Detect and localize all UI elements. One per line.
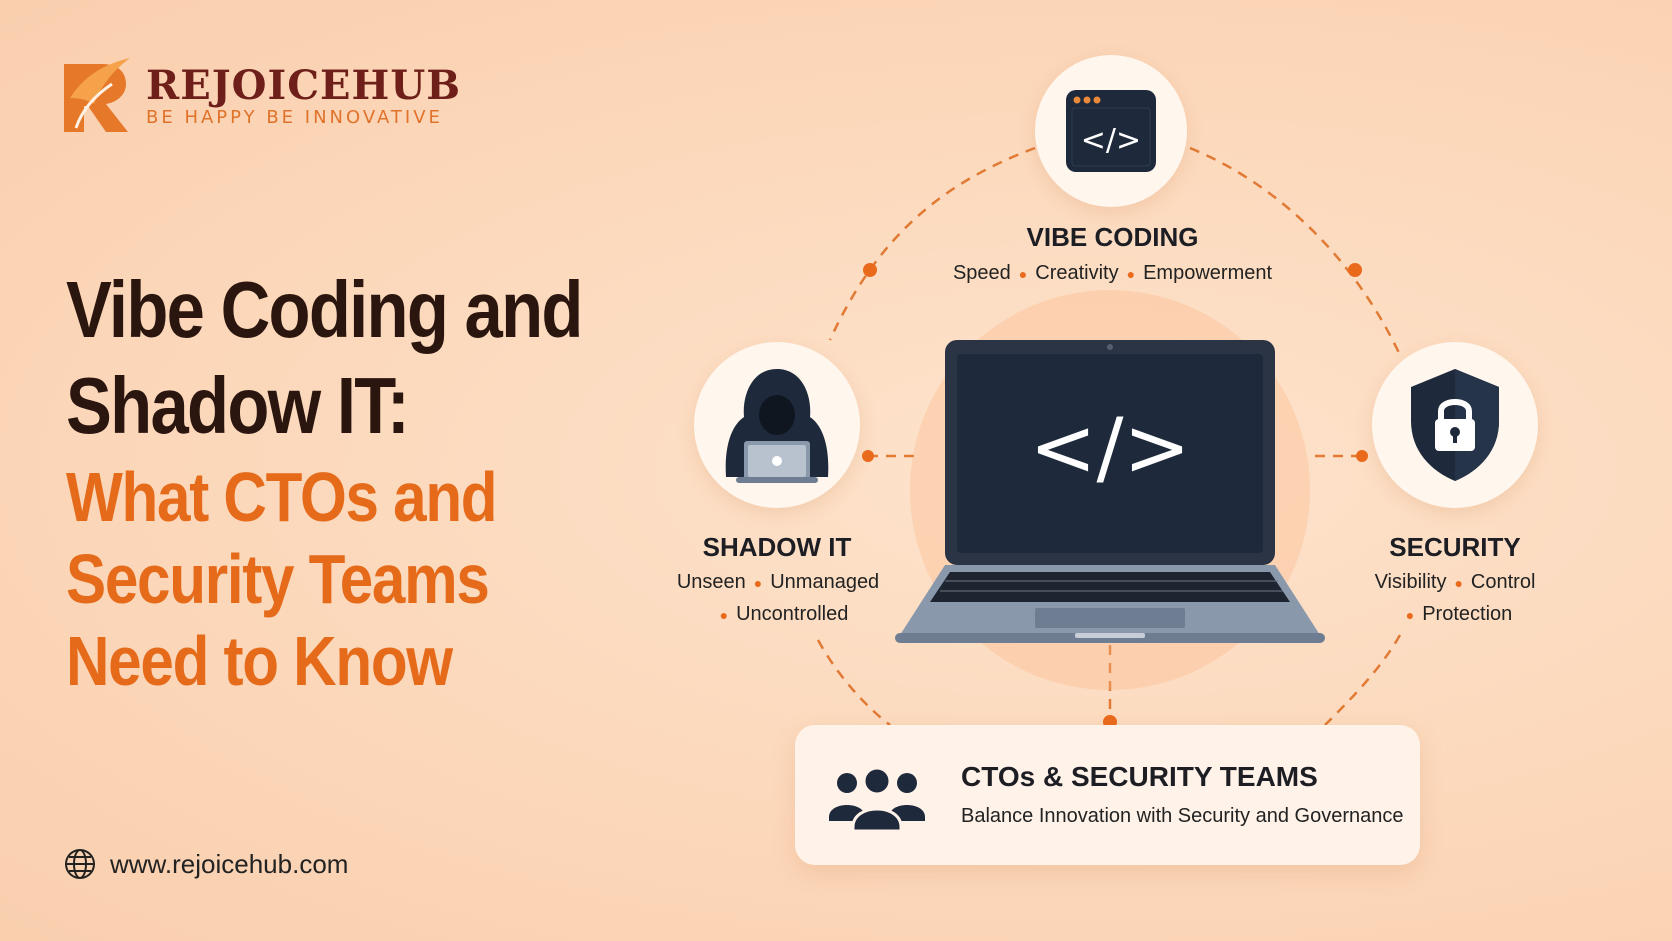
vibe-coding-title: VIBE CODING — [1026, 222, 1199, 252]
brand-name: REJOICEHUB — [146, 62, 462, 109]
vibe-item-empowerment: Empowerment — [1143, 262, 1273, 284]
connector-vibe-security — [1189, 146, 1402, 356]
headline-line-4: Security Teams — [66, 540, 490, 618]
globe-icon — [65, 849, 95, 879]
code-window-icon: </> — [1066, 90, 1156, 172]
security-item-visibility: Visibility — [1374, 571, 1447, 593]
code-symbol-icon: </> — [1029, 401, 1190, 494]
shadow-it-attributes-row-1: Unseen●Unmanaged — [676, 571, 880, 593]
security-item-control: Control — [1470, 571, 1536, 593]
connector-dot — [862, 450, 874, 462]
cto-subtitle: Balance Innovation with Security and Gov… — [961, 805, 1404, 827]
headline-line-2: Shadow IT: — [66, 361, 410, 450]
cto-security-teams-card[interactable]: CTOs & SECURITY TEAMS Balance Innovation… — [795, 725, 1420, 865]
shadow-item-unseen: Unseen — [676, 571, 746, 593]
page-title: Vibe Coding and Shadow IT: What CTOs and… — [66, 270, 666, 708]
laptop-illustration: </> — [895, 340, 1325, 643]
shadow-it-title: SHADOW IT — [702, 532, 852, 562]
security-attributes-row-1: Visibility●Control — [1374, 571, 1536, 593]
shadow-item-uncontrolled: Uncontrolled — [736, 603, 849, 625]
security-attributes-row-2: ●Protection — [1405, 603, 1513, 625]
headline-line-1: Vibe Coding and — [66, 265, 583, 354]
website-link[interactable]: www.rejoicehub.com — [64, 848, 348, 880]
vibe-coding-node[interactable]: </> — [1035, 55, 1187, 207]
website-url: www.rejoicehub.com — [110, 848, 349, 879]
security-item-protection: Protection — [1422, 603, 1513, 625]
vibe-item-speed: Speed — [952, 262, 1011, 284]
svg-text:</>: </> — [1081, 123, 1141, 158]
team-people-icon — [829, 767, 925, 831]
connector-dot — [1356, 450, 1368, 462]
brand-tagline: BE HAPPY BE INNOVATIVE — [146, 107, 443, 128]
security-node[interactable] — [1372, 342, 1538, 508]
shadow-it-attributes-row-2: ●Uncontrolled — [719, 603, 849, 625]
connector-shadow-cto — [816, 639, 891, 726]
connector-vibe-shadow — [828, 146, 1036, 341]
shadow-it-node[interactable] — [694, 342, 860, 508]
headline-line-3: What CTOs and — [66, 458, 498, 536]
rejoicehub-logo-icon — [64, 58, 130, 132]
connector-security-cto — [1324, 634, 1402, 726]
shield-lock-icon — [1411, 369, 1499, 481]
security-title: SECURITY — [1389, 532, 1521, 562]
vibe-coding-attributes: Speed●Creativity●Empowerment — [952, 262, 1273, 284]
connector-dot — [1348, 263, 1362, 277]
vibe-item-creativity: Creativity — [1035, 262, 1119, 284]
hooded-hacker-icon — [725, 369, 829, 483]
cto-title: CTOs & SECURITY TEAMS — [961, 761, 1318, 792]
headline-line-5: Need to Know — [66, 622, 453, 700]
shadow-item-unmanaged: Unmanaged — [770, 571, 880, 593]
brand-logo[interactable]: REJOICEHUB BE HAPPY BE INNOVATIVE — [62, 58, 461, 136]
connector-dot — [863, 263, 877, 277]
